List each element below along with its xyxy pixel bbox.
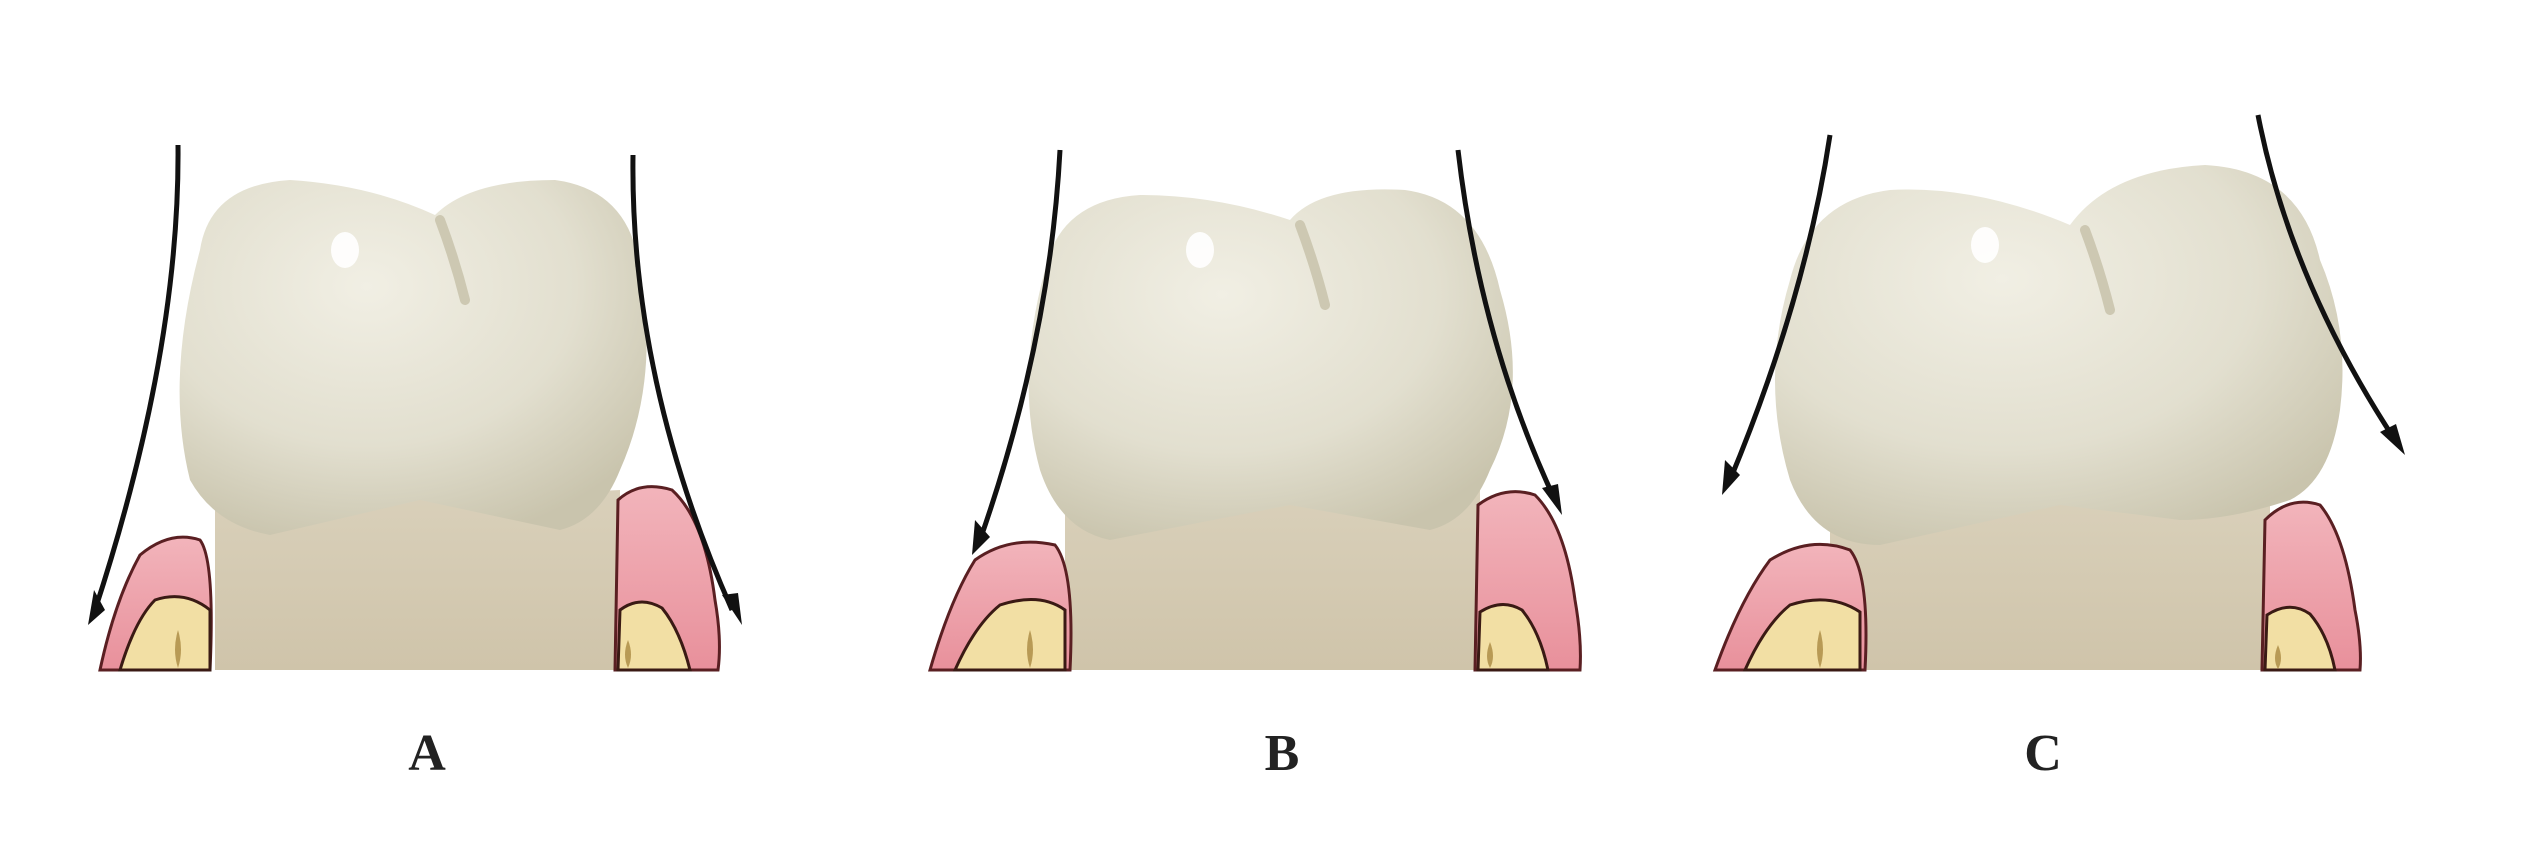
panel-b: B (928, 149, 1582, 782)
arrowhead-left-b (972, 520, 990, 555)
food-deflection-arrow-right-a (630, 154, 735, 612)
food-deflection-arrow-left-a (92, 144, 181, 611)
gingiva-left-b (928, 540, 1073, 672)
gingiva-right-a (613, 485, 721, 672)
root (1065, 490, 1480, 670)
cusp-groove (435, 215, 470, 305)
enamel-highlight (331, 232, 359, 268)
food-deflection-arrow-right-c (2255, 114, 2398, 442)
panel-a: A (88, 144, 742, 782)
alveolar-bone (2263, 605, 2337, 672)
panel-label-b: B (1265, 725, 1300, 782)
arrowhead-right-b (1542, 484, 1562, 515)
bone-pore (625, 640, 631, 668)
bone-pore (1487, 642, 1493, 668)
panel-label-c: C (2024, 725, 2062, 782)
crown (1775, 165, 2343, 545)
cusp-groove (1295, 220, 1330, 310)
gingiva-right-b (1473, 490, 1582, 672)
arrowhead-left-c (1722, 460, 1740, 495)
root (1830, 495, 2270, 670)
alveolar-bone (117, 595, 212, 672)
alveolar-bone (1742, 598, 1862, 672)
arrowhead-right-a (722, 593, 742, 625)
enamel-highlight (1971, 227, 1999, 263)
gingiva-left-a (98, 535, 213, 672)
tooth-a (179, 180, 647, 670)
panel-c: C (1712, 114, 2405, 782)
cusp-groove (2080, 225, 2115, 315)
bone-pore (1027, 630, 1033, 668)
food-deflection-arrow-right-b (1455, 149, 1558, 502)
tooth-b (1028, 189, 1513, 670)
alveolar-bone (952, 598, 1067, 672)
crown (179, 180, 647, 535)
gingiva-left-c (1712, 542, 1868, 672)
panel-label-a: A (408, 725, 446, 782)
bone-pore (175, 630, 181, 668)
food-deflection-arrow-left-b (977, 149, 1063, 541)
alveolar-bone (1476, 603, 1550, 672)
food-deflection-arrow-left-c (1727, 134, 1833, 481)
bone-pore (1817, 630, 1823, 668)
alveolar-bone (616, 600, 692, 672)
bone-pore (2275, 645, 2281, 669)
root (215, 490, 620, 670)
tooth-c (1775, 165, 2343, 670)
crown (1028, 189, 1513, 540)
gingiva-right-c (2260, 500, 2362, 672)
enamel-highlight (1186, 232, 1214, 268)
arrowhead-right-c (2380, 424, 2405, 455)
arrowhead-left-a (88, 590, 105, 625)
